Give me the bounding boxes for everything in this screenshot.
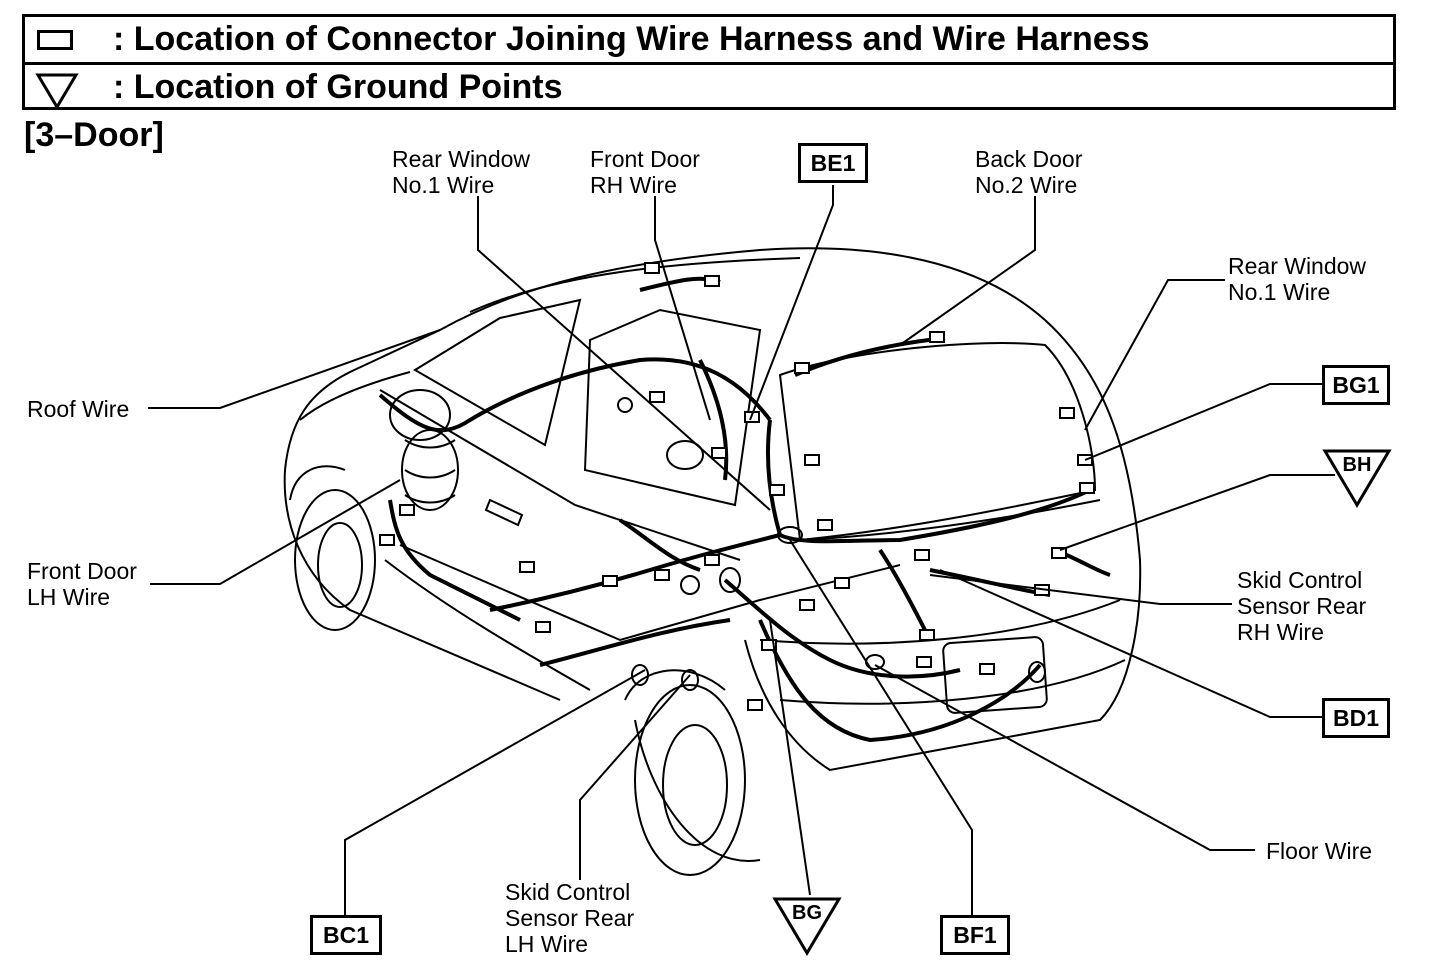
connector-code-bc1: BC1 [310, 915, 382, 955]
label-skid-lh: Skid Control Sensor Rear LH Wire [505, 879, 635, 957]
ground-code-bh: BH [1342, 454, 1372, 476]
legend-connector-text: : Location of Connector Joining Wire Har… [113, 20, 1150, 58]
connector-code-bg1: BG1 [1322, 365, 1390, 405]
ground-triangle-icon [772, 897, 842, 956]
ground-code-bg: BG [792, 902, 822, 924]
legend-ground-text: : Location of Ground Points [113, 68, 563, 106]
wheels [289, 465, 761, 876]
ground-point-bh: BH [1322, 448, 1392, 508]
legend-box: : Location of Connector Joining Wire Har… [22, 14, 1396, 110]
label-rear-window-top: Rear Window No.1 Wire [392, 146, 531, 198]
label-back-door: Back Door No.2 Wire [975, 146, 1083, 198]
label-front-door-lh: Front Door LH Wire [27, 558, 137, 610]
label-front-door-rh: Front Door RH Wire [590, 146, 700, 198]
label-rear-window-right: Rear Window No.1 Wire [1228, 253, 1367, 305]
leader-lines [148, 185, 1335, 918]
legend-row-ground: : Location of Ground Points [25, 65, 1393, 110]
label-skid-rh: Skid Control Sensor Rear RH Wire [1237, 567, 1367, 645]
section-title: [3–Door] [24, 116, 164, 154]
ground-point-bg: BG [772, 896, 842, 956]
ground-symbol-icon [35, 73, 79, 110]
connector-code-bf1: BF1 [940, 915, 1010, 955]
connector-symbol-icon [37, 30, 73, 50]
connector-code-bd1: BD1 [1322, 698, 1390, 738]
legend-row-connector: : Location of Connector Joining Wire Har… [25, 17, 1393, 65]
front-harness-bundle [389, 389, 1046, 691]
label-floor-wire: Floor Wire [1266, 838, 1373, 864]
connector-code-be1: BE1 [798, 143, 868, 183]
label-roof-wire: Roof Wire [27, 396, 130, 422]
ground-triangle-icon [1322, 449, 1392, 508]
